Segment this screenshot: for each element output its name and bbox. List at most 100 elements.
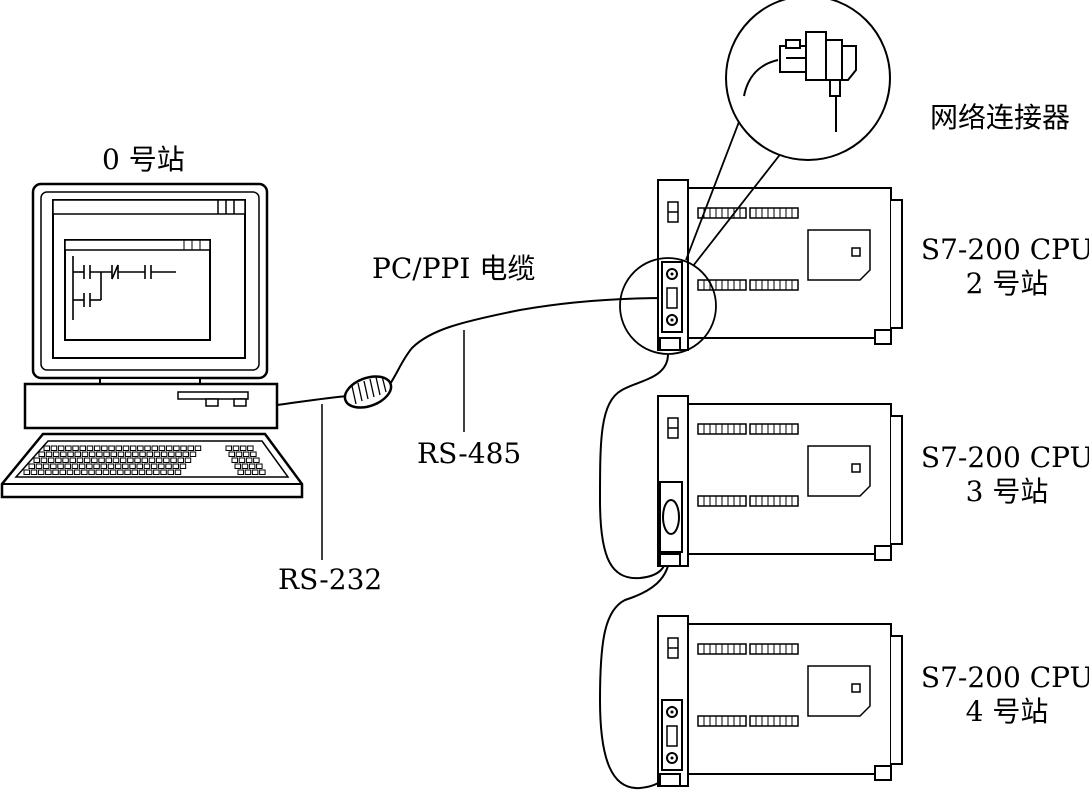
keyboard-key [140,452,146,457]
keyboard-key [242,464,248,469]
keyboard-key [151,464,157,469]
keyboard-key [46,452,52,457]
keyboard-key [74,470,80,475]
keyboard-key [178,458,184,463]
keyboard-key [243,452,249,457]
connector-label: 网络连接器 [930,101,1071,134]
keyboard-key [60,470,66,475]
keyboard-key [24,470,30,475]
keyboard-key [58,446,64,451]
keyboard-key [41,458,47,463]
keyboard-key [120,458,126,463]
keyboard-key [118,470,124,475]
keyboard-key [147,452,153,457]
keyboard-key [61,452,67,457]
keyboard-key [125,470,131,475]
keyboard-key [29,464,35,469]
plc-label-model: S7-200 CPU [920,661,1089,694]
keyboard-key [109,446,115,451]
keyboard-key [66,446,72,451]
keyboard-key [175,470,181,475]
keyboard-key [188,446,194,451]
keyboard-key [138,446,144,451]
keyboard-key [87,464,93,469]
keyboard-key [133,452,139,457]
keyboard-key [104,452,110,457]
keyboard-key [173,464,179,469]
keyboard-key [139,470,145,475]
keyboard-key [80,446,86,451]
keyboard-key [116,446,122,451]
keyboard-key [68,452,74,457]
keyboard-key [63,458,69,463]
keyboard-key [251,452,257,457]
keyboard-key [130,464,136,469]
keyboard-key [31,470,37,475]
keyboard-key [128,458,134,463]
keyboard-key [82,452,88,457]
keyboard-key [43,464,49,469]
keyboard-key [180,464,186,469]
plc-label-model: S7-200 CPU [920,441,1089,474]
keyboard-key [96,470,102,475]
keyboard-key [118,452,124,457]
keyboard-key [233,446,239,451]
keyboard-key [44,446,50,451]
keyboard-key [135,458,141,463]
pc-ppi-cable [277,298,668,405]
cable-title: PC/PPI 电缆 [372,252,536,285]
keyboard-key [159,446,165,451]
keyboard-key [125,452,130,457]
keyboard-key [260,470,266,475]
keyboard-key [248,446,254,451]
keyboard-key [106,458,112,463]
keyboard-key [174,446,180,451]
keyboard-key [79,464,85,469]
keyboard-key [58,464,64,469]
connector-plug-icon [744,32,856,132]
rs232-label: RS-232 [278,563,383,596]
keyboard-key [53,452,59,457]
keyboard-key [89,452,95,457]
keyboard-key [146,470,152,475]
keyboard-key [171,458,177,463]
keyboard-key [99,458,105,463]
keyboard-key [149,458,155,463]
keyboard-key [111,452,117,457]
keyboard-key [239,458,245,463]
keyboard-key [46,470,52,475]
plc-label-station: 3 号站 [965,475,1049,508]
keyboard-key [92,458,98,463]
keyboard-key [75,452,81,457]
keyboard-key [246,458,252,463]
pc-station-label: 0 号站 [102,143,185,176]
keyboard-key [159,464,165,469]
keyboard-key [164,458,170,463]
keyboard-key [38,470,44,475]
keyboard-key [56,458,62,463]
keyboard-key [183,452,189,457]
keyboard-key [257,464,263,469]
keyboard-key [254,458,260,463]
keyboard-key [238,470,244,475]
ppi-adapter-icon [341,371,396,414]
keyboard-key [166,464,172,469]
keyboard-key [65,464,71,469]
keyboard-key [123,464,129,469]
keyboard-key [89,470,95,475]
keyboard-key [161,452,167,457]
keyboard-key [102,446,108,451]
keyboard-key [123,446,129,451]
keyboard-key [195,446,201,451]
plc-unit [657,615,903,787]
keyboard-key [252,470,258,475]
keyboard-key [72,464,78,469]
keyboard-key [67,470,73,475]
keyboard-key [185,458,191,463]
keyboard-key [101,464,107,469]
bus-cable [600,354,670,788]
keyboard-key [144,464,150,469]
keyboard-key [240,446,246,451]
keyboard-key [130,446,136,451]
